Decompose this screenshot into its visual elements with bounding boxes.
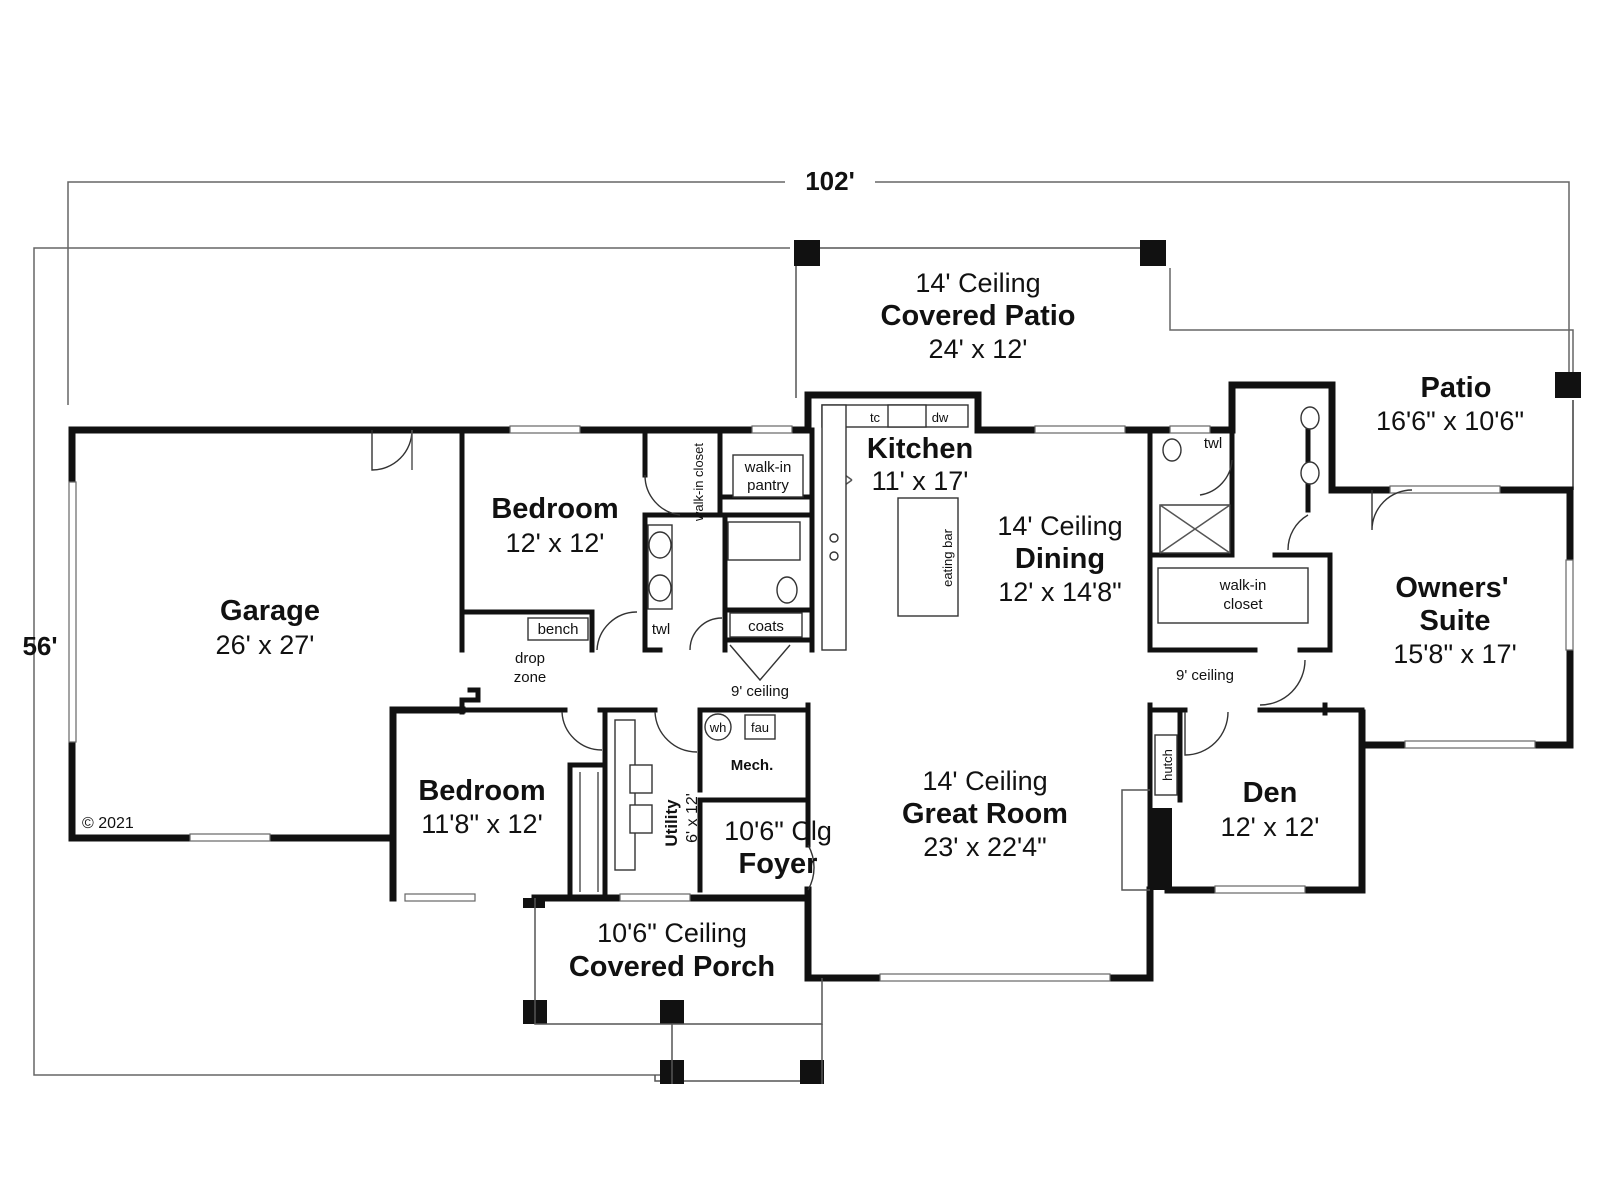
covered-patio-ceiling: 14' Ceiling — [915, 268, 1040, 298]
kitchen-name: Kitchen — [867, 433, 973, 465]
nine-ceiling-label-1: 9' ceiling — [731, 683, 789, 700]
patio-name: Patio — [1421, 372, 1492, 404]
kitchen-size: 11' x 17' — [872, 466, 969, 496]
columns — [523, 240, 1581, 1084]
hutch-label: hutch — [1160, 749, 1175, 781]
trash-compactor-label: tc — [870, 410, 881, 425]
covered-porch-name: Covered Porch — [569, 951, 775, 983]
nine-ceiling-label-2: 9' ceiling — [1176, 667, 1234, 684]
dining-ceiling: 14' Ceiling — [997, 511, 1122, 541]
exterior-walls — [68, 381, 1574, 982]
great-room-size: 23' x 22'4" — [923, 832, 1046, 862]
windows — [68, 425, 1574, 982]
pantry-label-line1: walk-in — [744, 459, 792, 476]
doors — [371, 429, 1413, 891]
interior-walls — [390, 427, 1365, 898]
water-heater-label: wh — [709, 720, 727, 735]
garage-size: 26' x 27' — [216, 630, 315, 660]
overall-depth-dimension: 56' — [22, 631, 57, 661]
owners-closet-label-line1: walk-in — [1219, 577, 1267, 594]
fixture-labels: walk-in closet walk-in pantry eating bar… — [514, 410, 1267, 781]
patio-outlines — [654, 247, 1574, 1082]
overall-width-dimension: 102' — [805, 166, 855, 196]
owners-suite-name-line2: Suite — [1420, 605, 1491, 637]
eating-bar-label: eating bar — [940, 528, 955, 586]
great-room-name: Great Room — [902, 798, 1068, 830]
walk-in-closet-label: walk-in closet — [691, 443, 706, 522]
owners-suite-size: 15'8" x 17' — [1393, 639, 1516, 669]
room-labels: 102' 56' 14' Ceiling Covered Patio 24' x… — [22, 166, 1524, 983]
den-name: Den — [1243, 777, 1298, 809]
dining-name: Dining — [1015, 543, 1105, 575]
bedroom-2-name: Bedroom — [418, 775, 545, 807]
towel-label-bath1: twl — [652, 621, 670, 638]
bedroom-2-size: 11'8" x 12' — [421, 809, 542, 839]
utility-size: 6' x 12' — [684, 793, 701, 843]
dimension-lines — [33, 181, 1574, 1076]
utility-name: Utility — [662, 799, 681, 847]
garage-name: Garage — [220, 595, 320, 627]
mech-name: Mech. — [731, 757, 774, 774]
drop-zone-label-line1: drop — [515, 650, 545, 667]
covered-porch-ceiling: 10'6" Ceiling — [597, 918, 747, 948]
copyright: © 2021 — [82, 815, 134, 832]
furnace-label: fau — [751, 720, 769, 735]
patio-size: 16'6" x 10'6" — [1376, 406, 1524, 436]
bedroom-1-name: Bedroom — [491, 493, 618, 525]
owners-suite-name-line1: Owners' — [1395, 572, 1508, 604]
den-size: 12' x 12' — [1221, 812, 1320, 842]
coats-label: coats — [748, 618, 784, 635]
covered-patio-size: 24' x 12' — [929, 334, 1028, 364]
bedroom-1-size: 12' x 12' — [506, 528, 605, 558]
fixtures — [527, 404, 1320, 892]
covered-patio-name: Covered Patio — [881, 300, 1076, 332]
dishwasher-label: dw — [932, 410, 949, 425]
bench-label: bench — [538, 621, 579, 638]
drop-zone-label-line2: zone — [514, 669, 547, 686]
owners-closet-label-line2: closet — [1223, 596, 1263, 613]
great-room-ceiling: 14' Ceiling — [922, 766, 1047, 796]
dining-size: 12' x 14'8" — [998, 577, 1121, 607]
foyer-ceiling: 10'6" Clg — [724, 816, 832, 846]
towel-label-owners-bath: twl — [1204, 435, 1222, 452]
pantry-label-line2: pantry — [747, 477, 789, 494]
foyer-name: Foyer — [739, 848, 818, 880]
